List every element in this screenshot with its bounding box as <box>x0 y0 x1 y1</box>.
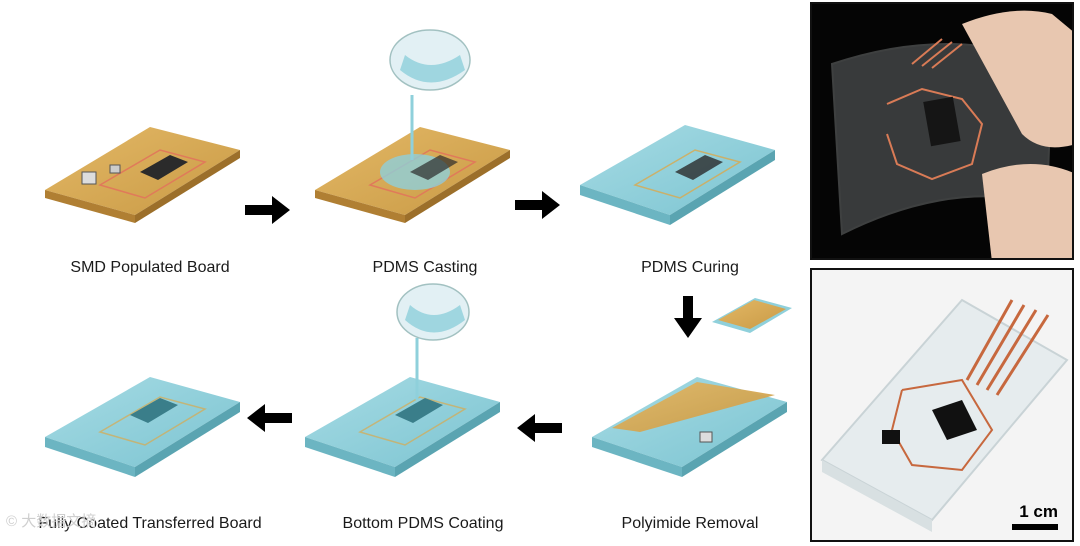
arrow-down-icon <box>674 296 702 338</box>
step-label-bottom-pdms: Bottom PDMS Coating <box>342 515 504 532</box>
step-label-polyimide-removal: Polyimide Removal <box>621 515 759 532</box>
board-polyimide-removal <box>592 377 787 477</box>
arrow-right-icon <box>245 196 290 224</box>
board-pdms-casting <box>315 29 510 223</box>
board-smd-populated <box>45 127 240 223</box>
photo-flexed-circuit <box>810 2 1074 260</box>
arrow-right-icon <box>515 191 560 219</box>
step-label-pdms-curing: PDMS Curing <box>641 259 739 276</box>
peeled-polyimide-sheet <box>712 298 792 333</box>
step-label-smd-populated: SMD Populated Board <box>70 259 230 276</box>
pdms-cup-icon <box>389 29 471 91</box>
photo-flexed-circuit-illustration <box>830 10 1072 258</box>
board-pdms-curing <box>580 125 775 225</box>
arrow-left-icon <box>517 414 562 442</box>
process-flow-diagram <box>45 29 792 477</box>
watermark: © 大数据文摘 <box>6 513 97 530</box>
step-label-fully-coated: Fully Coated Transferred Board <box>38 515 262 532</box>
board-fully-coated <box>45 377 240 477</box>
board-bottom-pdms-coating <box>305 283 500 477</box>
step-label-pdms-casting: PDMS Casting <box>372 259 478 276</box>
arrow-left-icon <box>247 404 292 432</box>
pdms-cup-icon <box>396 283 470 341</box>
scale-bar-label: 1 cm <box>1019 502 1058 521</box>
scale-bar <box>1012 524 1058 530</box>
photo-flat-circuit: 1 cm <box>810 268 1074 542</box>
photo-flat-circuit-illustration <box>820 298 1069 532</box>
